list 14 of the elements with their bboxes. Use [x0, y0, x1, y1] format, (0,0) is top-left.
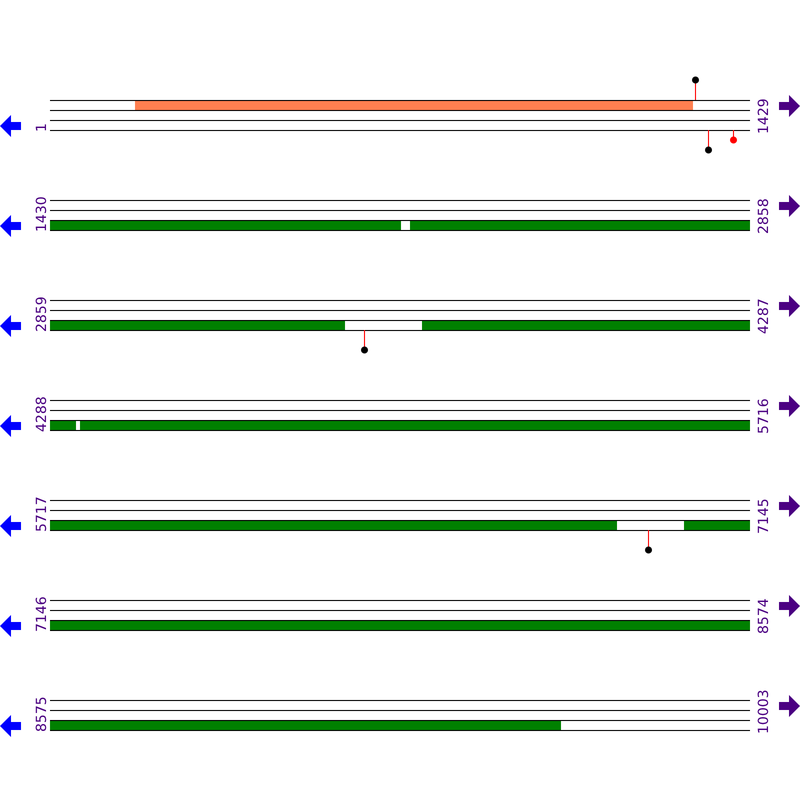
- position-number: 5717: [34, 496, 50, 532]
- position-number: 4288: [34, 396, 50, 432]
- position-number: 8575: [34, 696, 50, 732]
- position-number: 1: [34, 123, 50, 132]
- position-number: 7146: [34, 596, 50, 632]
- position-number: 10003: [756, 689, 772, 734]
- position-number: 2858: [756, 198, 772, 234]
- position-number: 4287: [756, 298, 772, 334]
- position-number: 5716: [756, 398, 772, 434]
- position-number: 1430: [34, 196, 50, 232]
- position-number: 8574: [756, 598, 772, 634]
- position-number: 1429: [756, 98, 772, 134]
- position-number: 2859: [34, 296, 50, 332]
- position-number: 7145: [756, 498, 772, 534]
